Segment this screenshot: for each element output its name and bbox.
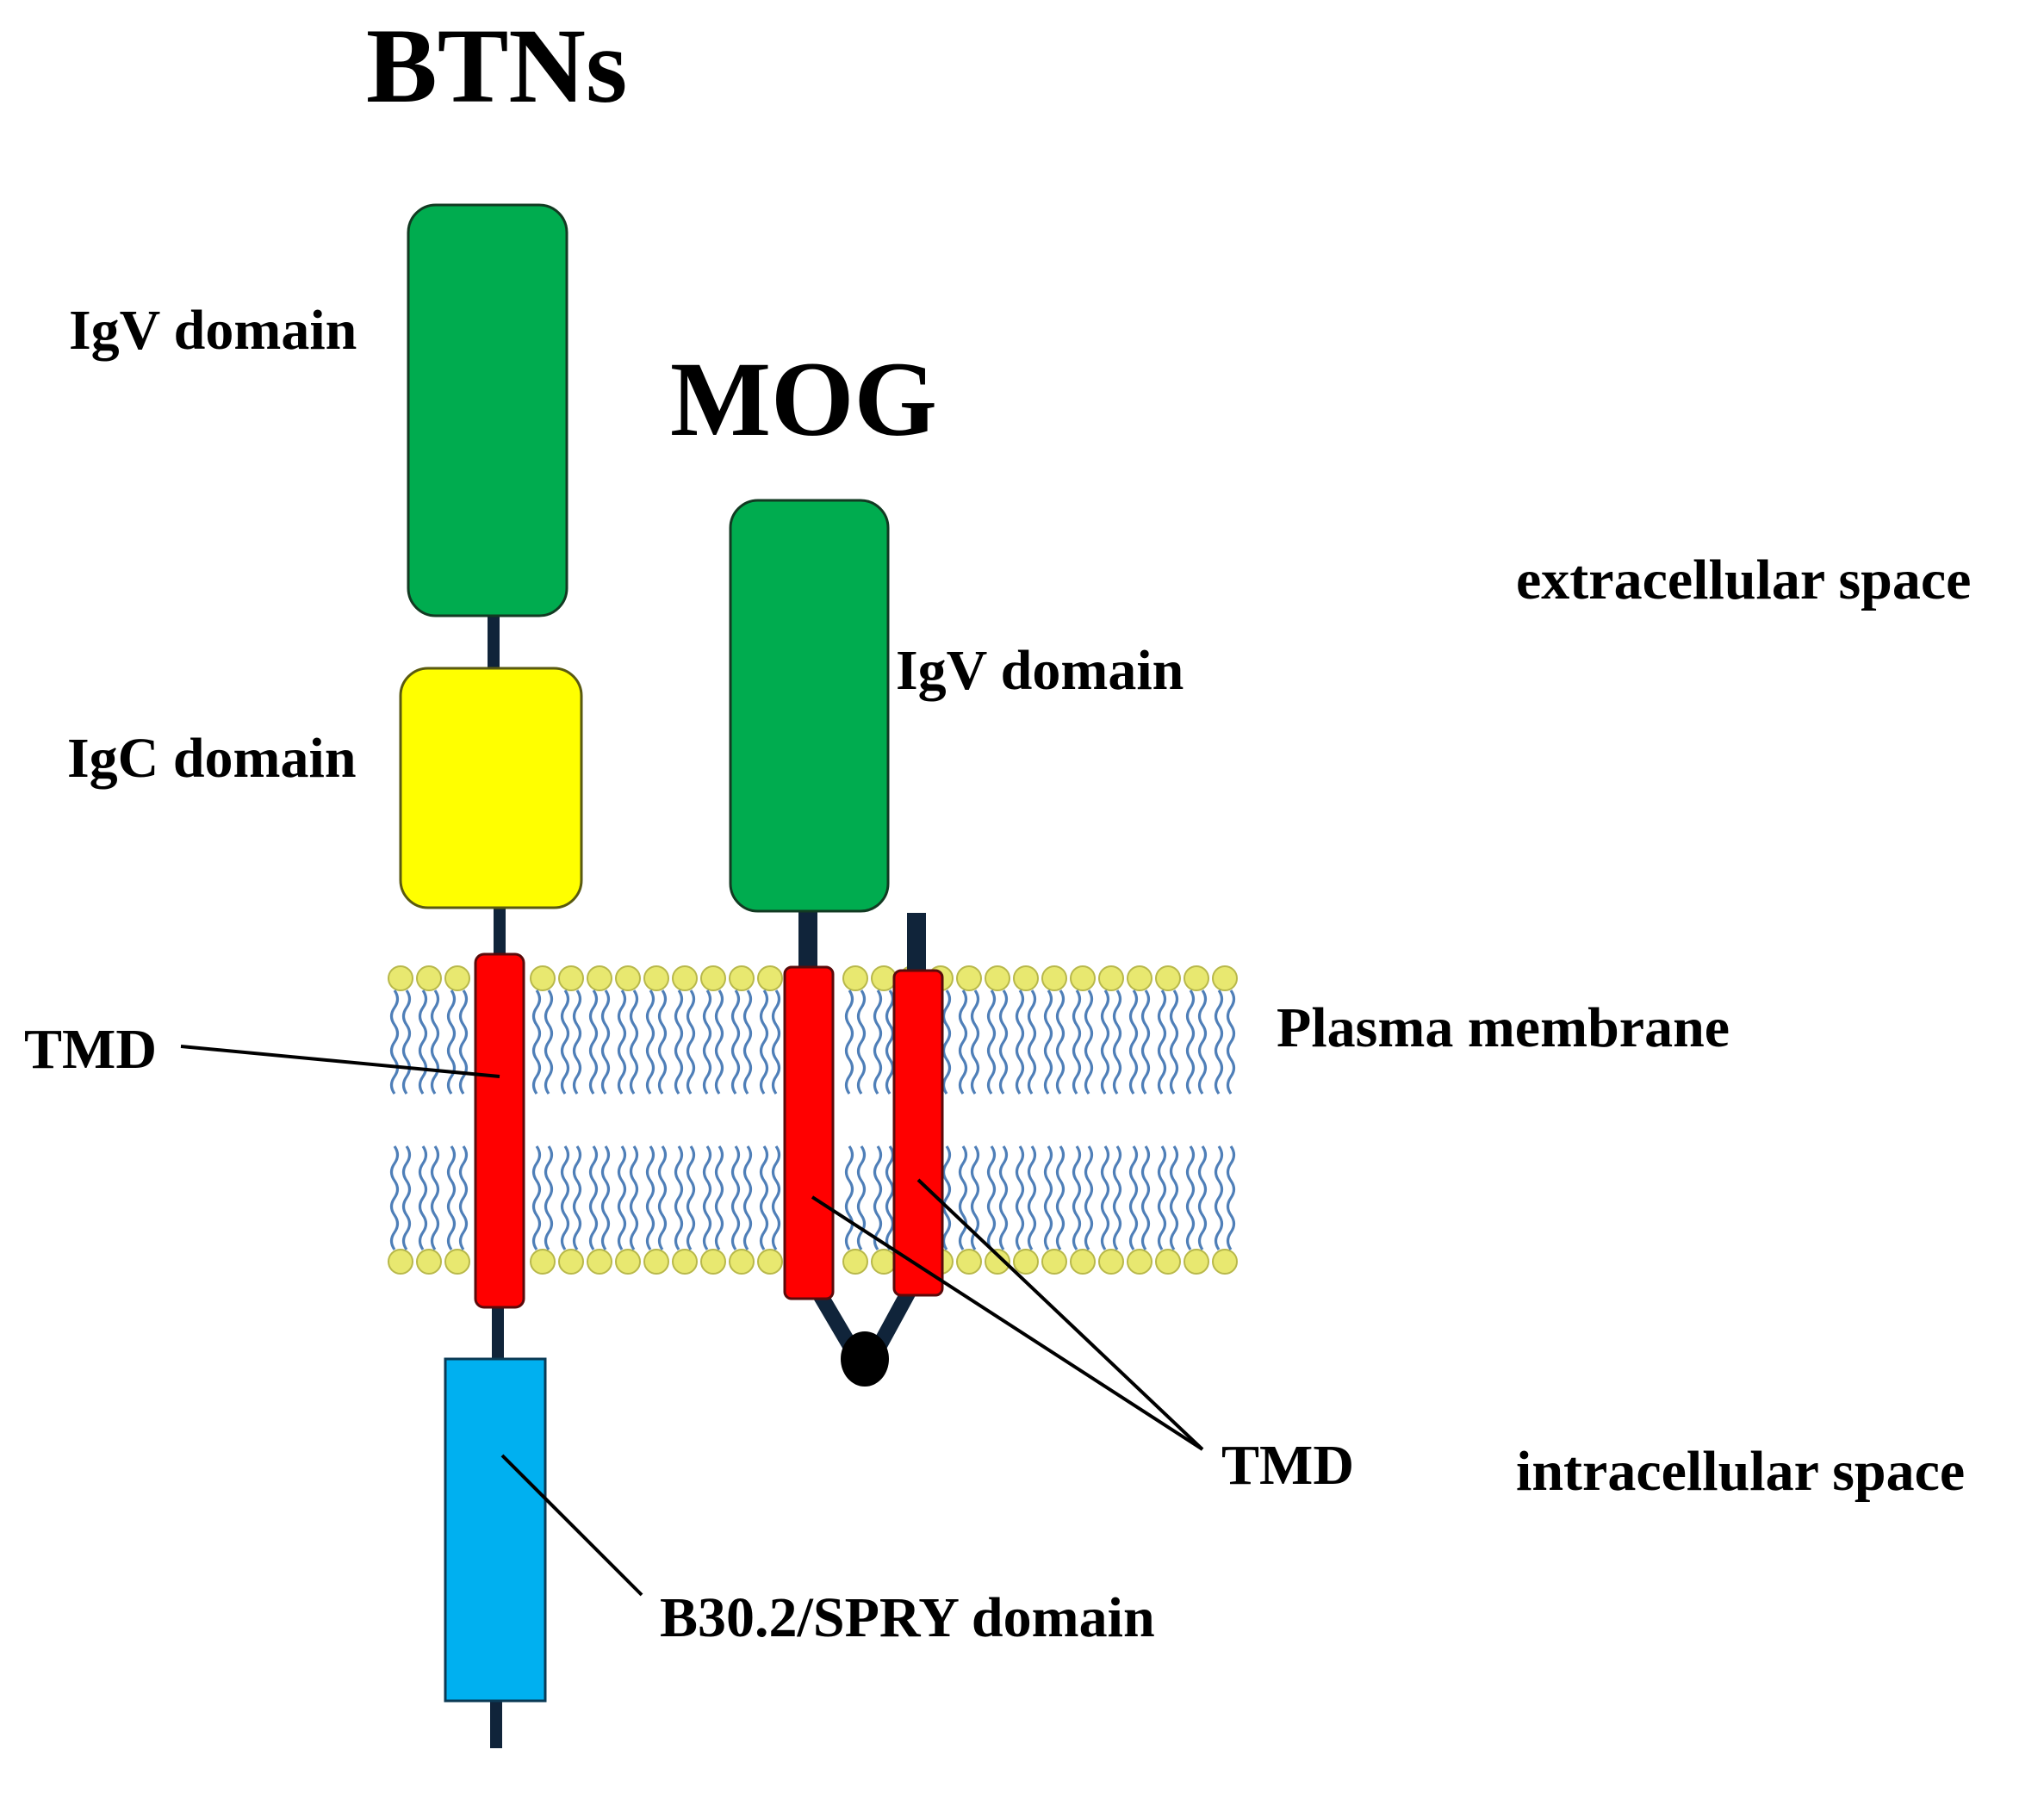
mog-tmd-leader-right bbox=[916, 1178, 1204, 1451]
lipid-upper bbox=[758, 966, 782, 1094]
mog-tmd-right bbox=[892, 969, 944, 1297]
btn-tmd-leader bbox=[180, 1045, 500, 1078]
lipid-upper bbox=[417, 966, 441, 1094]
lipid-upper bbox=[1099, 966, 1123, 1094]
spry-label: B30.2/SPRY domain bbox=[660, 1586, 1155, 1649]
lipid-upper bbox=[388, 966, 413, 1094]
lipid-lower bbox=[843, 1146, 867, 1274]
lipid-upper bbox=[531, 966, 555, 1094]
lipid-lower bbox=[1099, 1146, 1123, 1274]
lipid-lower bbox=[1156, 1146, 1180, 1274]
lipid-upper bbox=[673, 966, 697, 1094]
lipid-lower bbox=[388, 1146, 413, 1274]
labels: BTNs MOG IgV domain IgC domain TMD IgV d… bbox=[24, 7, 1971, 1649]
lipid-upper bbox=[872, 966, 896, 1094]
lipid-upper bbox=[985, 966, 1010, 1094]
btn-igv-label: IgV domain bbox=[69, 299, 357, 362]
lipid-lower bbox=[1184, 1146, 1208, 1274]
lipid-upper bbox=[559, 966, 583, 1094]
lipid-upper bbox=[644, 966, 668, 1094]
lipid-lower bbox=[1213, 1146, 1237, 1274]
lipid-upper bbox=[957, 966, 981, 1094]
mog-tmd-leader-left bbox=[811, 1195, 1204, 1451]
leader-lines bbox=[180, 1045, 1204, 1597]
lipid-lower bbox=[673, 1146, 697, 1274]
lipid-lower bbox=[1071, 1146, 1095, 1274]
lipid-lower bbox=[1042, 1146, 1066, 1274]
mog-loop-knot bbox=[841, 1331, 889, 1387]
mog-protein bbox=[729, 499, 944, 1387]
btn-tmd-label: TMD bbox=[24, 1018, 157, 1081]
lipid-lower bbox=[445, 1146, 469, 1274]
lipid-upper bbox=[1213, 966, 1237, 1094]
mog-igv-domain bbox=[729, 499, 890, 913]
lipid-upper bbox=[1156, 966, 1180, 1094]
lipid-upper bbox=[1042, 966, 1066, 1094]
spry-leader bbox=[500, 1454, 643, 1597]
lipid-lower bbox=[644, 1146, 668, 1274]
lipid-lower bbox=[730, 1146, 754, 1274]
lipid-lower bbox=[559, 1146, 583, 1274]
lipid-lower bbox=[957, 1146, 981, 1274]
btn-igc-domain bbox=[399, 667, 583, 909]
btn-protein bbox=[399, 203, 583, 1748]
mog-igv-label: IgV domain bbox=[896, 639, 1184, 702]
lipid-upper bbox=[730, 966, 754, 1094]
lipid-upper bbox=[843, 966, 867, 1094]
lipid-lower bbox=[872, 1146, 896, 1274]
lipid-upper bbox=[1184, 966, 1208, 1094]
intracellular-label: intracellular space bbox=[1516, 1440, 1965, 1503]
lipid-lower bbox=[531, 1146, 555, 1274]
lipid-lower bbox=[758, 1146, 782, 1274]
btns-title: BTNs bbox=[366, 7, 627, 125]
lipid-upper bbox=[616, 966, 640, 1094]
lipid-upper bbox=[1071, 966, 1095, 1094]
lipid-lower bbox=[587, 1146, 612, 1274]
lipid-upper bbox=[1014, 966, 1038, 1094]
membrane-label: Plasma membrane bbox=[1277, 996, 1730, 1059]
extracellular-label: extracellular space bbox=[1516, 549, 1971, 611]
btn-igc-label: IgC domain bbox=[67, 727, 357, 790]
mog-tmd-left bbox=[783, 965, 835, 1300]
lipid-upper bbox=[1128, 966, 1152, 1094]
btn-tmd bbox=[474, 952, 525, 1309]
lipid-lower bbox=[1014, 1146, 1038, 1274]
lipid-upper bbox=[701, 966, 725, 1094]
lipid-lower bbox=[417, 1146, 441, 1274]
lipid-lower bbox=[1128, 1146, 1152, 1274]
lipid-lower bbox=[701, 1146, 725, 1274]
lipid-upper bbox=[587, 966, 612, 1094]
btn-igv-domain bbox=[407, 203, 568, 617]
lipid-lower bbox=[616, 1146, 640, 1274]
btn-spry-domain bbox=[444, 1357, 547, 1703]
mog-title: MOG bbox=[670, 340, 937, 458]
mog-tmd-label: TMD bbox=[1221, 1434, 1354, 1497]
